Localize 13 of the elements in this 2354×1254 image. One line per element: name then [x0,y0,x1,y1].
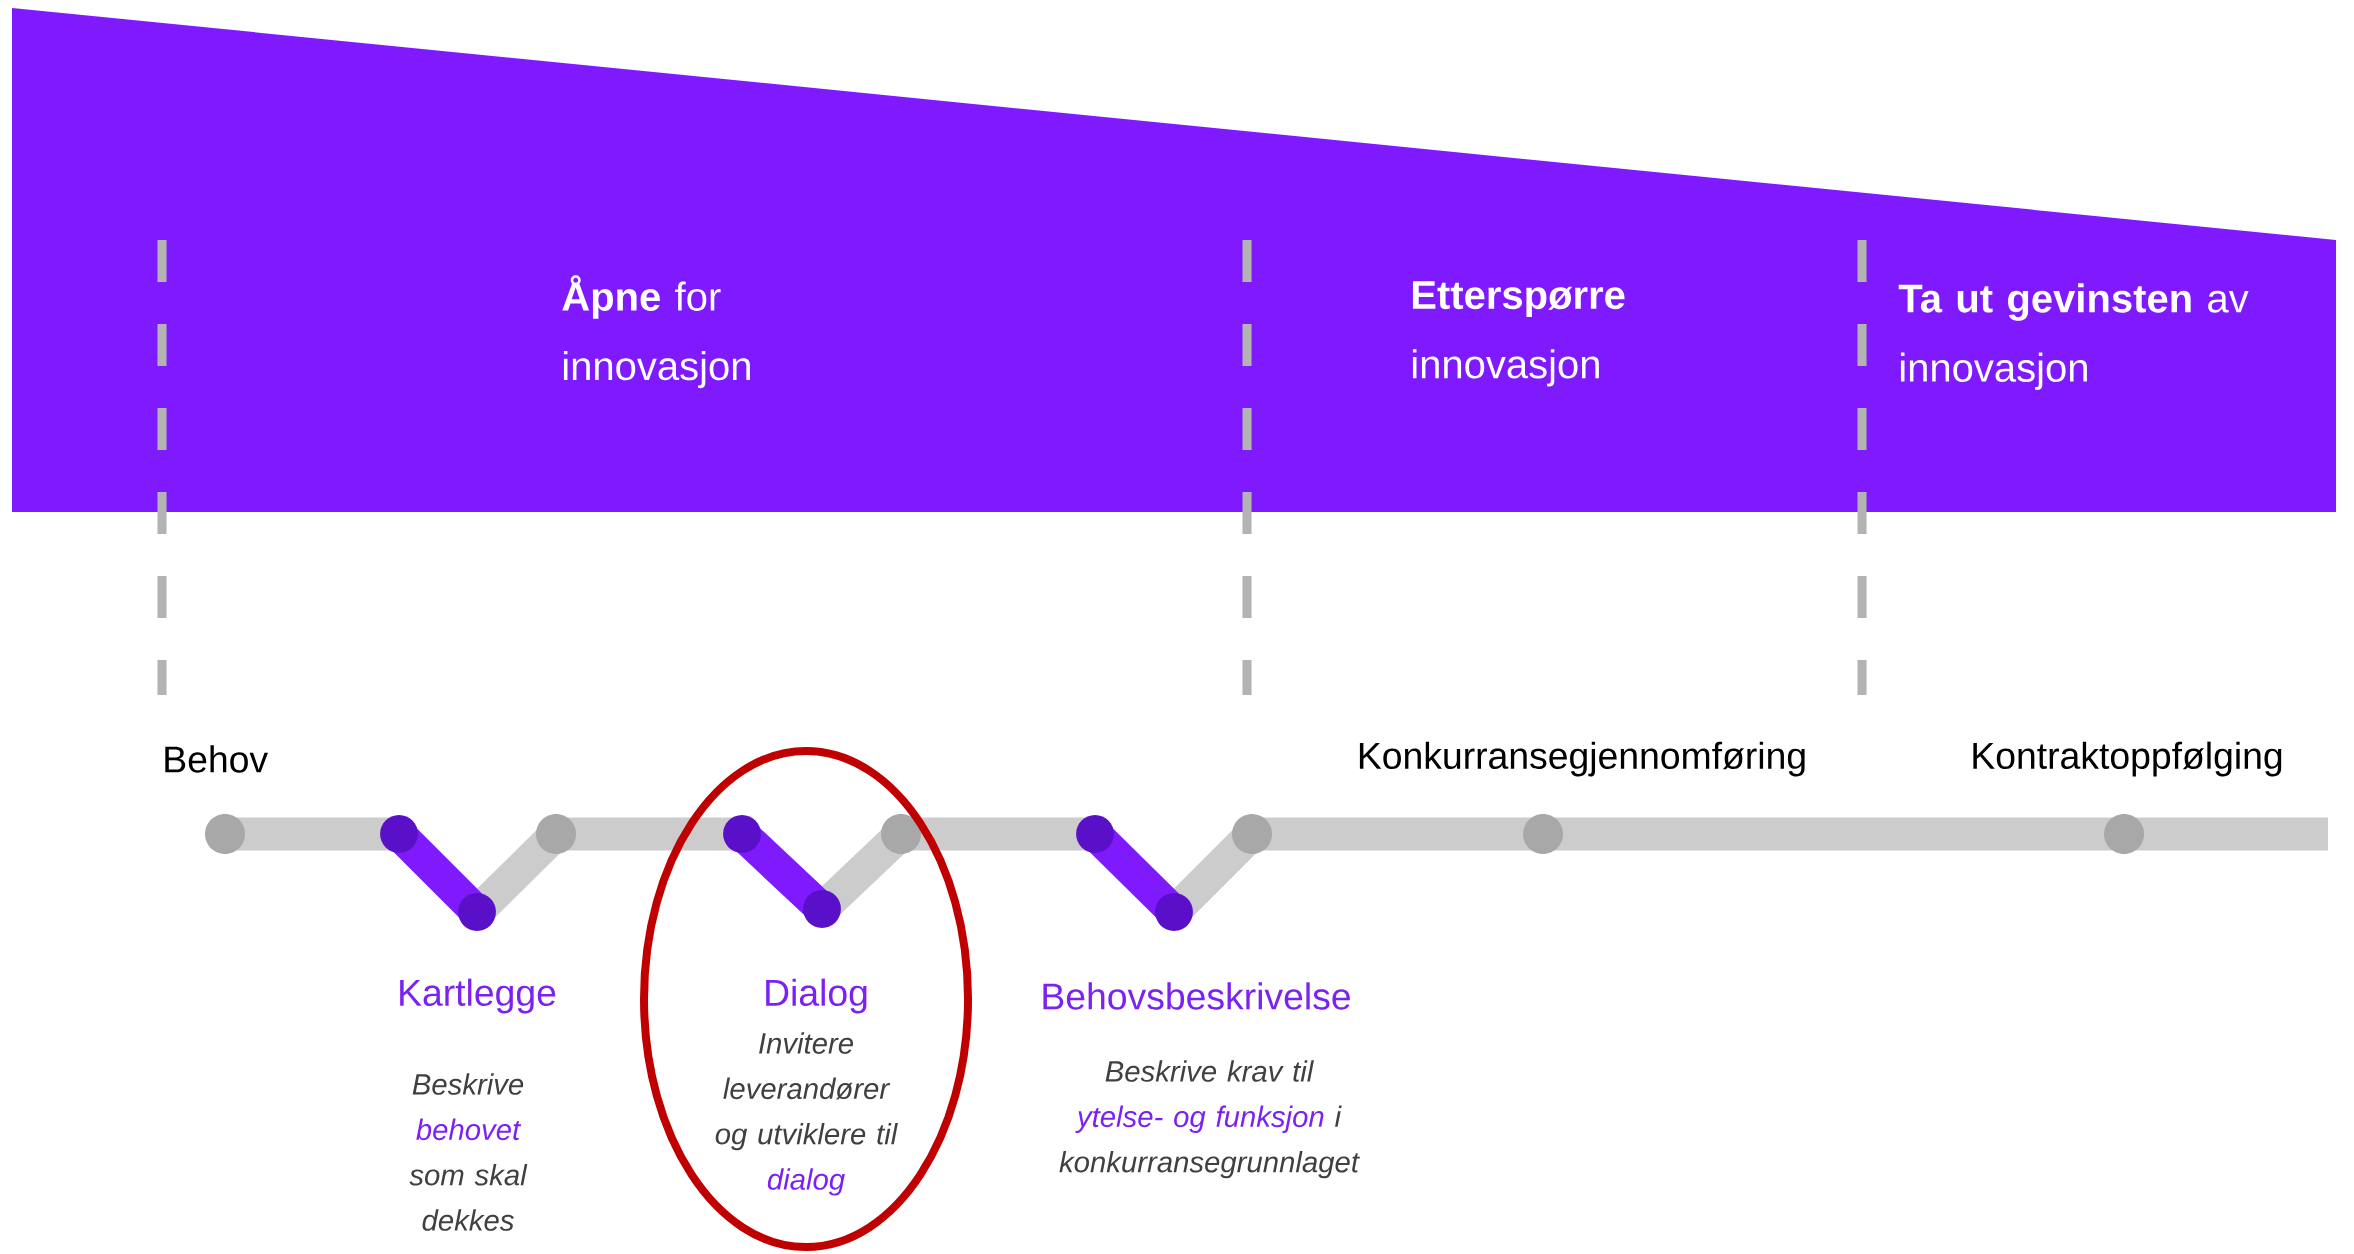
phase-heading: Åpne for innovasjon [562,275,750,389]
step-description: Beskrive krav til ytelse- og funksjon i konkurransegrunnlaget [1059,1060,1360,1179]
step-description: Beskrive behovet som skal dekkes [409,1073,528,1231]
banner [12,8,2337,512]
step-title: Dialog [766,978,867,1014]
step-title: Kartlegge [400,978,556,1014]
step-description: Invitere leverandører og utviklere til dialog [715,1032,898,1196]
phase-heading: Ta ut gevinsten av innovasjon [1898,283,2249,390]
phase-heading: Etterspørre innovasjon [1412,281,1625,387]
milestone-label: Kontraktoppfølging [1973,741,2282,777]
milestone-label: Behov [165,745,268,773]
step-title: Behovsbeskrivelse [1043,982,1350,1010]
milestone-label: Konkurransegjennomføring [1359,741,1805,777]
